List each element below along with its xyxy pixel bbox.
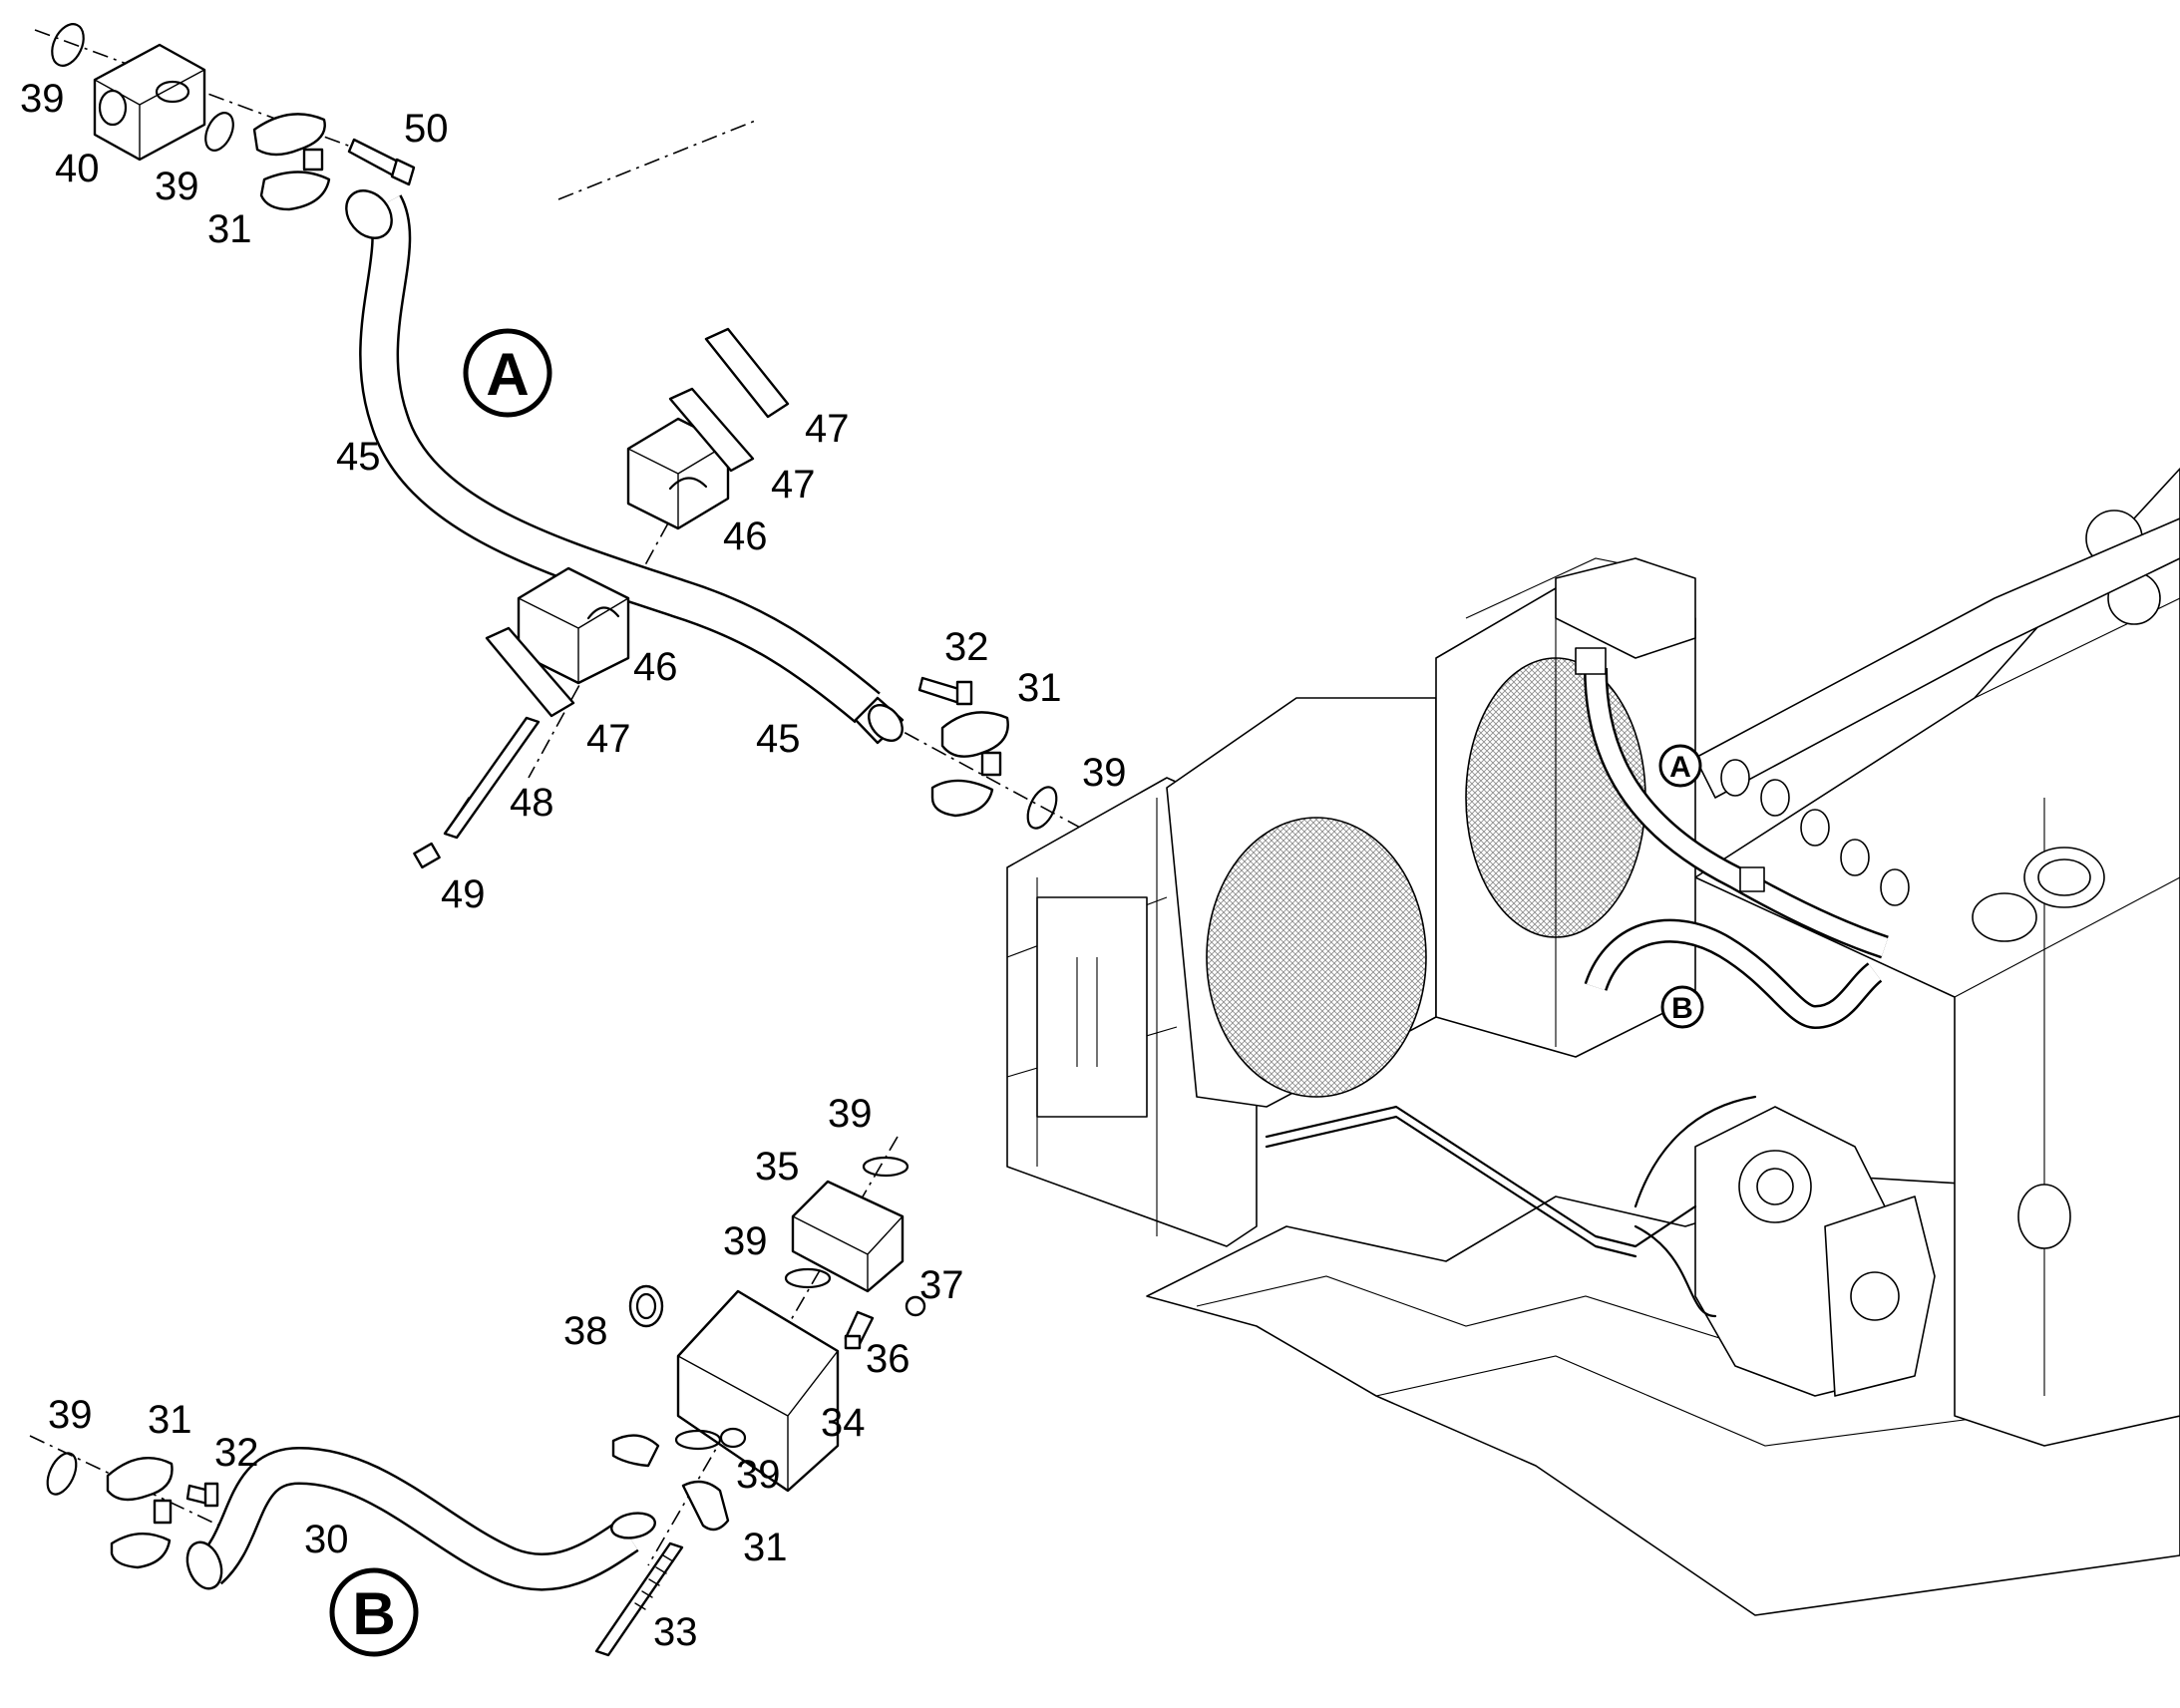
o-ring-39-top xyxy=(51,23,85,67)
callout-47-b: 47 xyxy=(771,463,816,507)
machine-marker-a-label: A xyxy=(1669,751,1691,784)
axis-line-clamp-upper xyxy=(557,119,759,200)
callout-47-lower: 47 xyxy=(586,717,631,761)
callout-31-top: 31 xyxy=(207,207,252,251)
machine-line-b-long xyxy=(1265,1105,1697,1248)
o-ring-39-b-left xyxy=(46,1452,78,1496)
callout-32-upper: 32 xyxy=(944,625,989,669)
callout-31-b-left: 31 xyxy=(148,1398,192,1442)
view-a-assembly: A xyxy=(34,23,1118,869)
pump-assembly xyxy=(1694,1106,1936,1397)
machine-line-b-long-2 xyxy=(1265,1115,1637,1258)
view-a-marker: A xyxy=(463,328,552,418)
machine-hose-a xyxy=(1575,647,1889,959)
plate-47-lower xyxy=(485,626,575,718)
machine-marker-b: B xyxy=(1660,985,1704,1029)
hose-45 xyxy=(345,189,905,745)
clamp-46-lower xyxy=(517,566,630,685)
callout-36: 36 xyxy=(866,1337,910,1381)
callout-40: 40 xyxy=(55,147,100,190)
callout-46-upper: 46 xyxy=(723,514,768,558)
clamp-46-upper xyxy=(626,417,730,530)
view-a-marker-label: A xyxy=(486,341,529,408)
o-ring-39-b-low xyxy=(674,1429,722,1451)
o-ring-39-b-top xyxy=(862,1156,909,1178)
split-flange-31-b-low xyxy=(611,1434,730,1532)
callout-49: 49 xyxy=(441,872,486,916)
plate-47-a xyxy=(668,327,790,473)
machine-marker-a: A xyxy=(1658,744,1702,788)
block-35 xyxy=(791,1180,905,1293)
bolt-33 xyxy=(594,1541,684,1657)
nut-49 xyxy=(413,842,441,869)
callout-39-b-mid: 39 xyxy=(723,1219,768,1263)
block-34 xyxy=(676,1289,840,1493)
callout-33: 33 xyxy=(653,1610,698,1654)
flange-block-40 xyxy=(93,43,206,162)
plug-38 xyxy=(628,1284,664,1328)
callout-39-b-low: 39 xyxy=(736,1453,781,1497)
axis-line-bracket xyxy=(528,468,699,779)
screw-32-b xyxy=(185,1482,219,1508)
bolt-50 xyxy=(347,138,416,186)
callout-39-oring: 39 xyxy=(155,165,199,208)
callout-37: 37 xyxy=(919,1263,964,1307)
nut-37 xyxy=(905,1295,926,1317)
top-cooler xyxy=(1555,557,1696,659)
split-flange-31-top xyxy=(252,113,331,211)
fan-guard-left xyxy=(1206,817,1427,1098)
callout-45-lower: 45 xyxy=(756,717,801,761)
callout-39-upper-right: 39 xyxy=(1082,751,1127,795)
bolt-48 xyxy=(443,716,541,840)
o-ring-39-b-mid xyxy=(784,1267,832,1289)
machine-line-b-return xyxy=(1634,1224,1717,1318)
o-ring-39-upper-right xyxy=(1026,786,1058,830)
callout-32-b: 32 xyxy=(214,1431,259,1475)
view-b-marker: B xyxy=(329,1567,419,1657)
callout-39-top: 39 xyxy=(20,77,65,121)
screw-32-upper xyxy=(917,676,973,706)
machine-hose-b xyxy=(1584,918,1883,1030)
axis-line-lower-end xyxy=(877,717,1118,849)
split-flange-31-b-left xyxy=(106,1457,174,1569)
view-b-assembly: B xyxy=(29,1136,926,1657)
callout-38: 38 xyxy=(563,1309,608,1353)
split-flange-31-upper xyxy=(930,711,1009,818)
callout-48: 48 xyxy=(510,781,554,825)
screw-36 xyxy=(844,1310,875,1350)
callout-46-lower: 46 xyxy=(633,645,678,689)
o-ring-39-second xyxy=(204,112,234,152)
callout-50: 50 xyxy=(404,107,449,151)
callout-34: 34 xyxy=(821,1401,866,1445)
callout-45-upper: 45 xyxy=(336,435,381,479)
callout-31-b-low: 31 xyxy=(743,1526,788,1569)
machine-marker-b-label: B xyxy=(1671,992,1693,1025)
frame-top-beam xyxy=(1694,517,2180,799)
machine-line-b-short xyxy=(1634,1095,1757,1208)
cross-member-holes xyxy=(1720,759,2105,1249)
callout-labels: 39 40 39 31 50 45 47 47 46 46 47 48 49 4… xyxy=(20,77,1127,1654)
machine-frame: A B xyxy=(1006,468,2180,1616)
callout-39-b-left: 39 xyxy=(48,1393,93,1437)
hose-30 xyxy=(185,1446,656,1591)
callout-30: 30 xyxy=(304,1518,349,1561)
view-b-marker-label: B xyxy=(352,1580,395,1647)
callout-47-a: 47 xyxy=(805,407,850,451)
callout-31-upper: 31 xyxy=(1017,666,1062,710)
callout-39-b-top: 39 xyxy=(828,1092,873,1136)
callout-35: 35 xyxy=(755,1145,800,1189)
